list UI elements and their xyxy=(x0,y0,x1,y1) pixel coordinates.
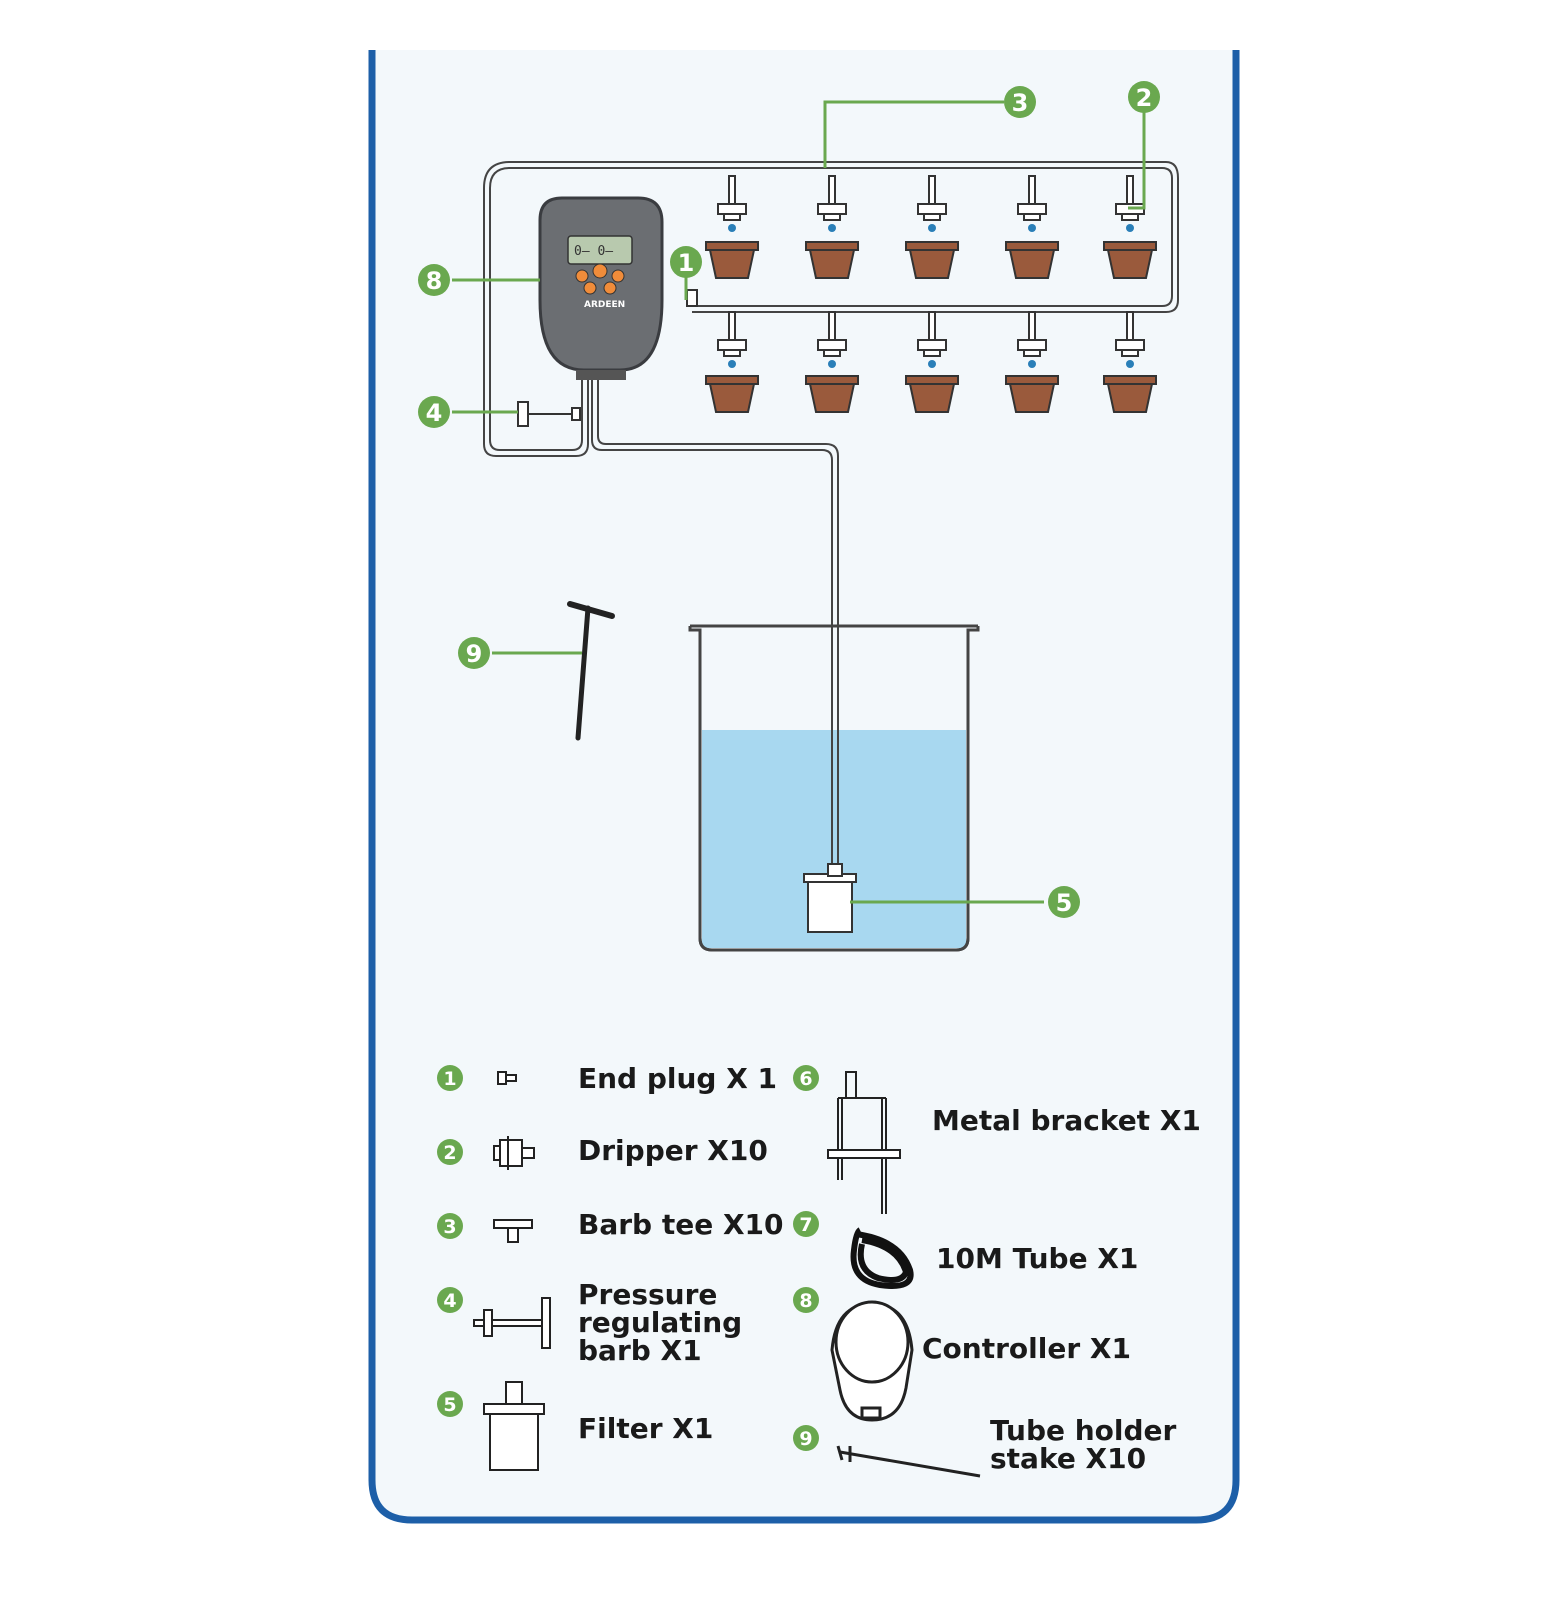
part-number: 4 xyxy=(443,1290,456,1312)
tube-holder-stake xyxy=(567,601,615,741)
part-label: Filter X1 xyxy=(578,1412,713,1445)
lcd-readout: 0— 0— xyxy=(574,244,613,259)
part-label: Metal bracket X1 xyxy=(932,1104,1201,1137)
part-number-badge xyxy=(437,1065,463,1091)
pot-with-dripper xyxy=(905,175,959,279)
part-number: 7 xyxy=(799,1214,812,1236)
part-label: 10M Tube X1 xyxy=(936,1242,1138,1275)
controller-unit: 0— 0— ARDEEN xyxy=(538,196,664,380)
controller-button xyxy=(611,269,625,283)
part-number-badge xyxy=(793,1287,819,1313)
svg-text:9: 9 xyxy=(466,640,483,668)
parts-list-item: 2 Dripper X10 xyxy=(437,1134,768,1167)
pot-with-dripper xyxy=(1103,311,1157,413)
pressure-barb-fitting xyxy=(517,401,581,427)
svg-text:8: 8 xyxy=(426,267,443,295)
svg-text:3: 3 xyxy=(1012,89,1029,117)
part-number: 2 xyxy=(443,1142,456,1164)
controller-button xyxy=(583,281,597,295)
controller-button xyxy=(575,269,589,283)
parts-list-item: 7 10M Tube X1 xyxy=(793,1211,1138,1275)
part-number-badge xyxy=(793,1065,819,1091)
tube-coil-icon xyxy=(850,1227,914,1289)
svg-text:5: 5 xyxy=(1056,889,1073,917)
pot-with-dripper xyxy=(705,175,759,279)
part-number-badge xyxy=(437,1391,463,1417)
parts-list-item: 1 End plug X 1 xyxy=(437,1062,777,1095)
part-number: 3 xyxy=(443,1216,456,1238)
svg-text:2: 2 xyxy=(1136,84,1153,112)
end-plug-icon xyxy=(497,1071,517,1085)
part-label: Tube holder xyxy=(990,1414,1177,1447)
metal-bracket-icon xyxy=(827,1071,901,1214)
controller-button xyxy=(603,281,617,295)
part-label: barb X1 xyxy=(578,1334,702,1367)
pot-with-dripper xyxy=(905,311,959,413)
pressure-barb-icon xyxy=(473,1297,551,1349)
callout-badge-2: 2 xyxy=(1128,81,1160,113)
stake-icon xyxy=(836,1445,981,1478)
end-plug-fitting xyxy=(686,289,698,307)
pot-with-dripper xyxy=(805,311,859,413)
water-bucket xyxy=(688,624,980,952)
callout-badge-9: 9 xyxy=(458,637,490,669)
part-number: 5 xyxy=(443,1394,456,1416)
plant-pots xyxy=(705,175,1157,413)
part-label: regulating xyxy=(578,1306,742,1339)
callout-badge-5: 5 xyxy=(1048,886,1080,918)
part-label: Controller X1 xyxy=(922,1332,1131,1365)
part-number-badge xyxy=(793,1425,819,1451)
part-label: stake X10 xyxy=(990,1442,1146,1475)
callout-badge-1: 1 xyxy=(670,246,702,278)
dripper-icon xyxy=(493,1136,535,1170)
part-number: 8 xyxy=(799,1290,812,1312)
callout-leaders xyxy=(452,100,1146,904)
pot-with-dripper xyxy=(1005,311,1059,413)
part-number: 6 xyxy=(799,1068,812,1090)
main-tubing xyxy=(483,161,1179,870)
part-label: Barb tee X10 xyxy=(578,1208,784,1241)
pot-with-dripper xyxy=(805,175,859,279)
pot-with-dripper xyxy=(1005,175,1059,279)
filter-body xyxy=(807,879,853,933)
part-number-badge xyxy=(437,1213,463,1239)
callout-badge-4: 4 xyxy=(418,396,450,428)
barb-tee-icon xyxy=(493,1219,533,1243)
part-number: 9 xyxy=(799,1428,812,1450)
filter-icon xyxy=(483,1381,545,1471)
controller-icon xyxy=(830,1300,914,1422)
part-number-badge xyxy=(793,1211,819,1237)
parts-list-item: 3 Barb tee X10 xyxy=(437,1208,784,1241)
part-number-badge xyxy=(437,1139,463,1165)
callout-badges: 3 2 1 8 4 9 5 xyxy=(418,81,1160,918)
part-label: Pressure xyxy=(578,1278,717,1311)
callout-badge-3: 3 xyxy=(1004,86,1036,118)
part-label: Dripper X10 xyxy=(578,1134,768,1167)
part-label: End plug X 1 xyxy=(578,1062,777,1095)
pot-with-dripper xyxy=(705,311,759,413)
callout-badge-8: 8 xyxy=(418,264,450,296)
svg-text:1: 1 xyxy=(678,249,695,277)
part-number-badge xyxy=(437,1287,463,1313)
controller-brand: ARDEEN xyxy=(584,300,625,310)
svg-text:4: 4 xyxy=(426,399,443,427)
part-number: 1 xyxy=(443,1068,456,1090)
controller-button xyxy=(592,263,608,279)
parts-list: 1 End plug X 1 2 Dripper X10 3 Barb tee X10 4 P… xyxy=(437,1062,1201,1475)
